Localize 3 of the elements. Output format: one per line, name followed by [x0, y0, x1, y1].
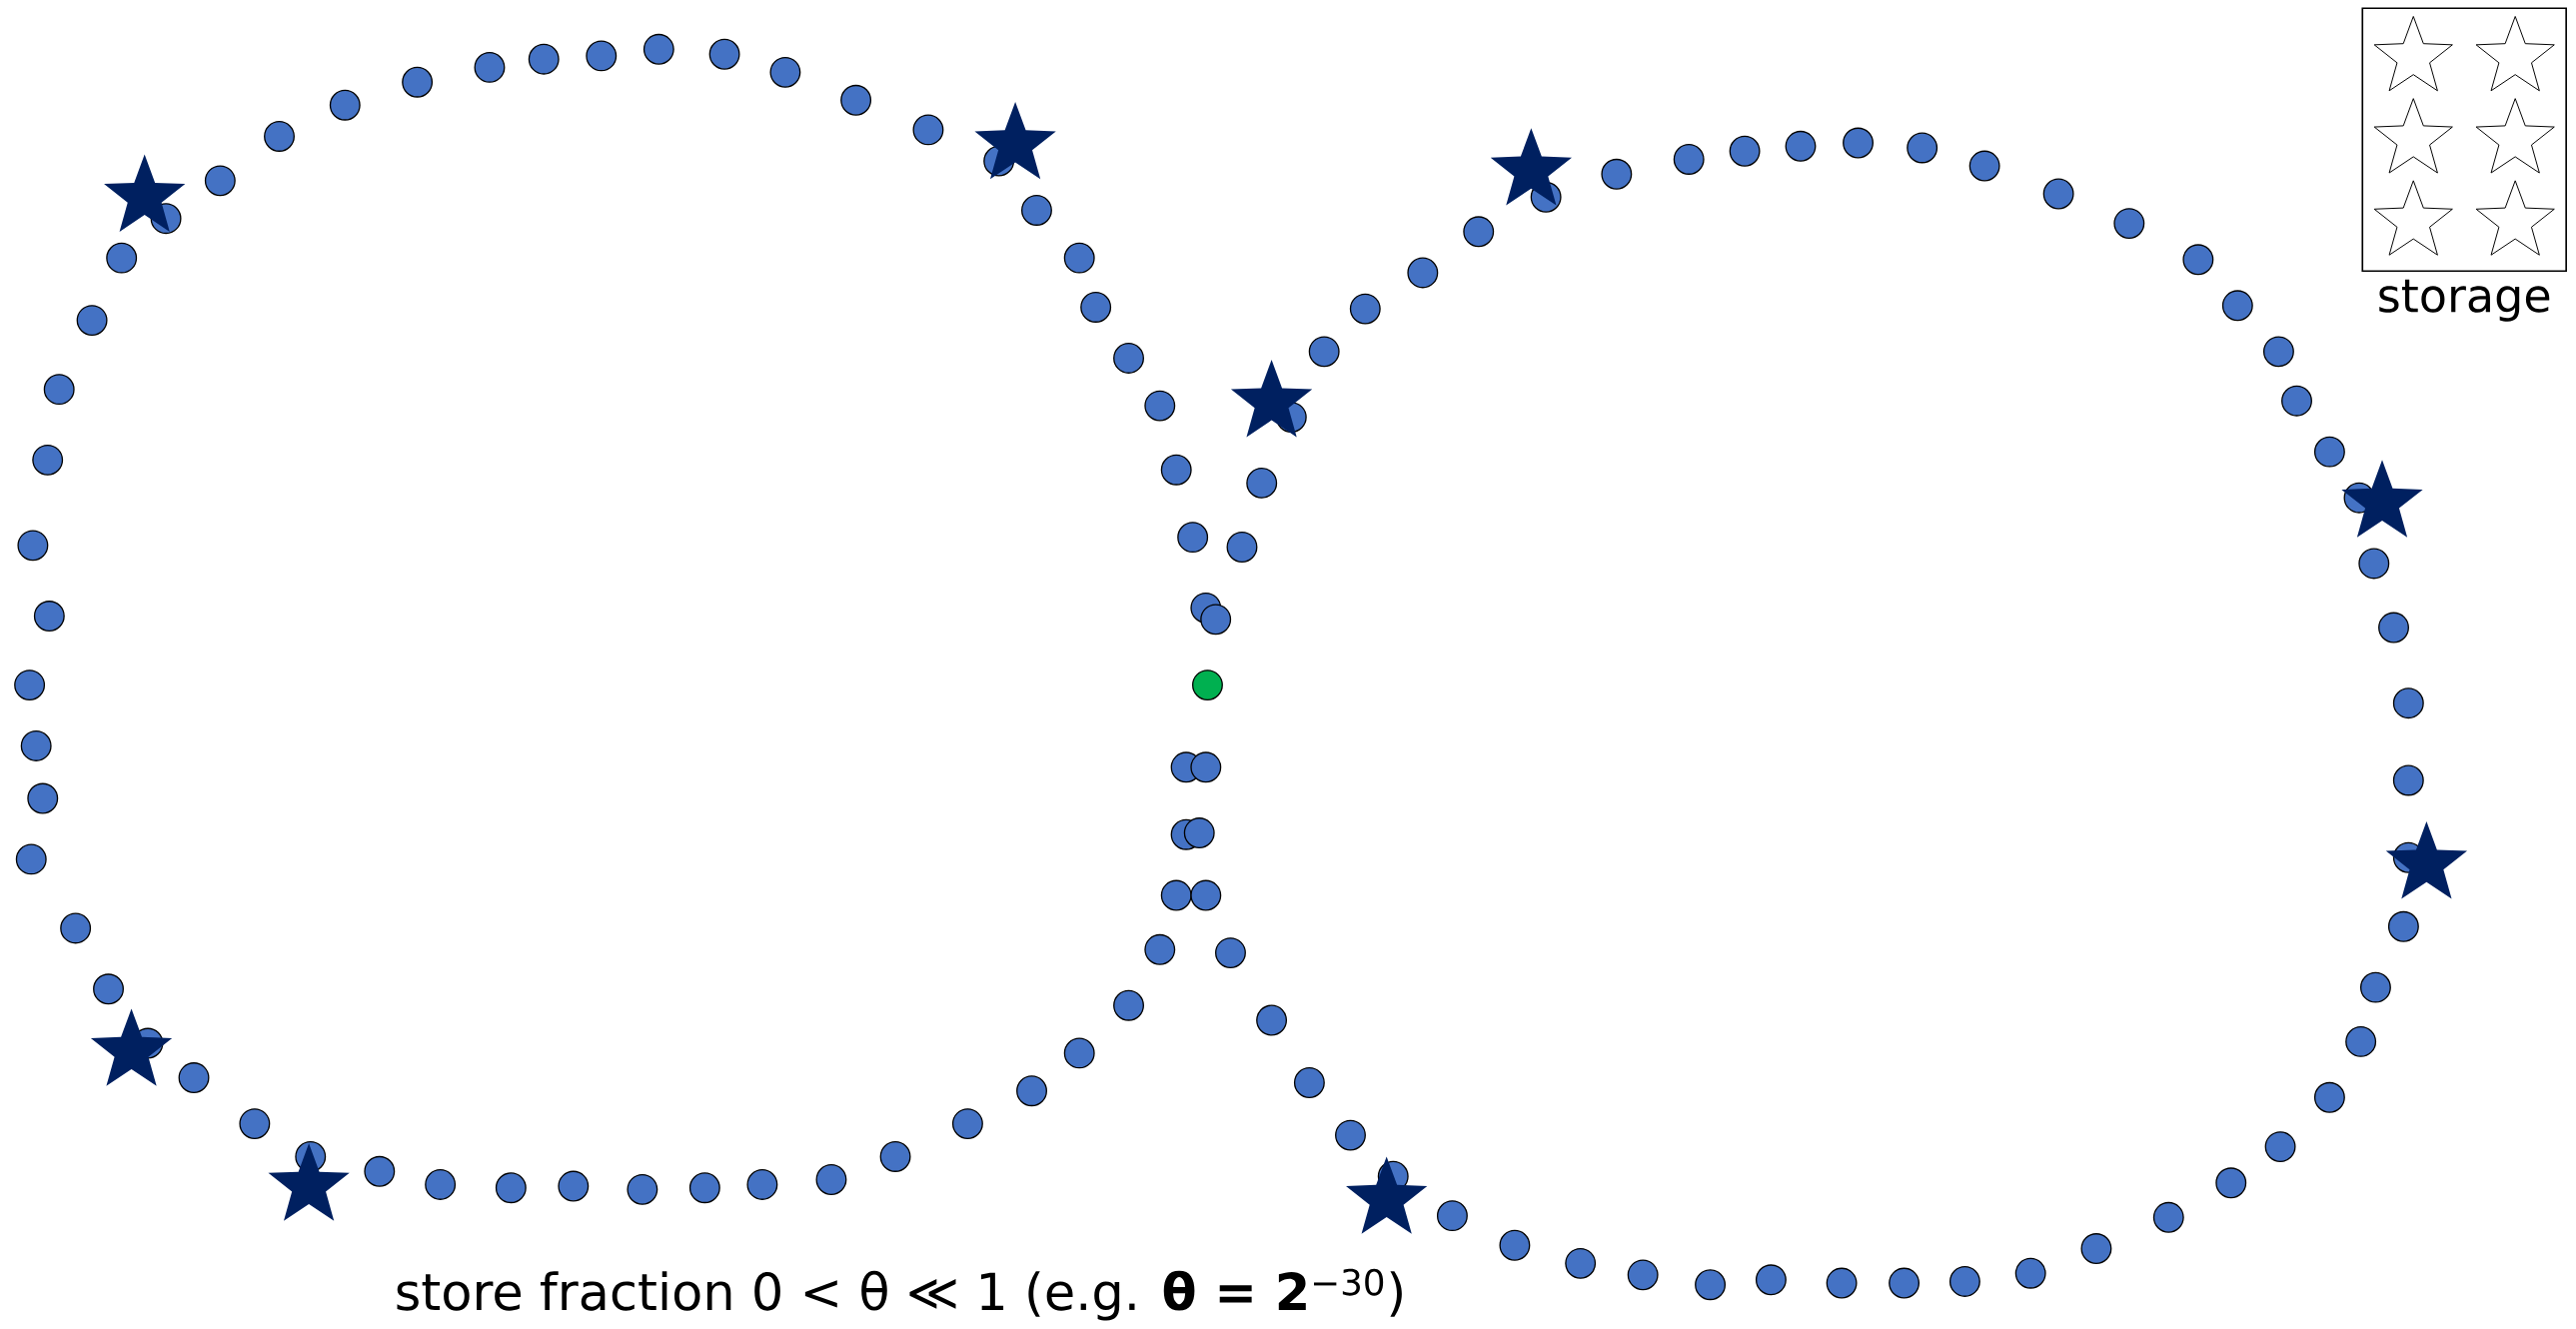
node-label: storage [2379, 279, 2550, 322]
storage-box: storage [2361, 7, 2567, 322]
caption: store fraction 0 < θ ≪ 1 (e.g. θ = 2$^{−30}$) [397, 1268, 1402, 1321]
